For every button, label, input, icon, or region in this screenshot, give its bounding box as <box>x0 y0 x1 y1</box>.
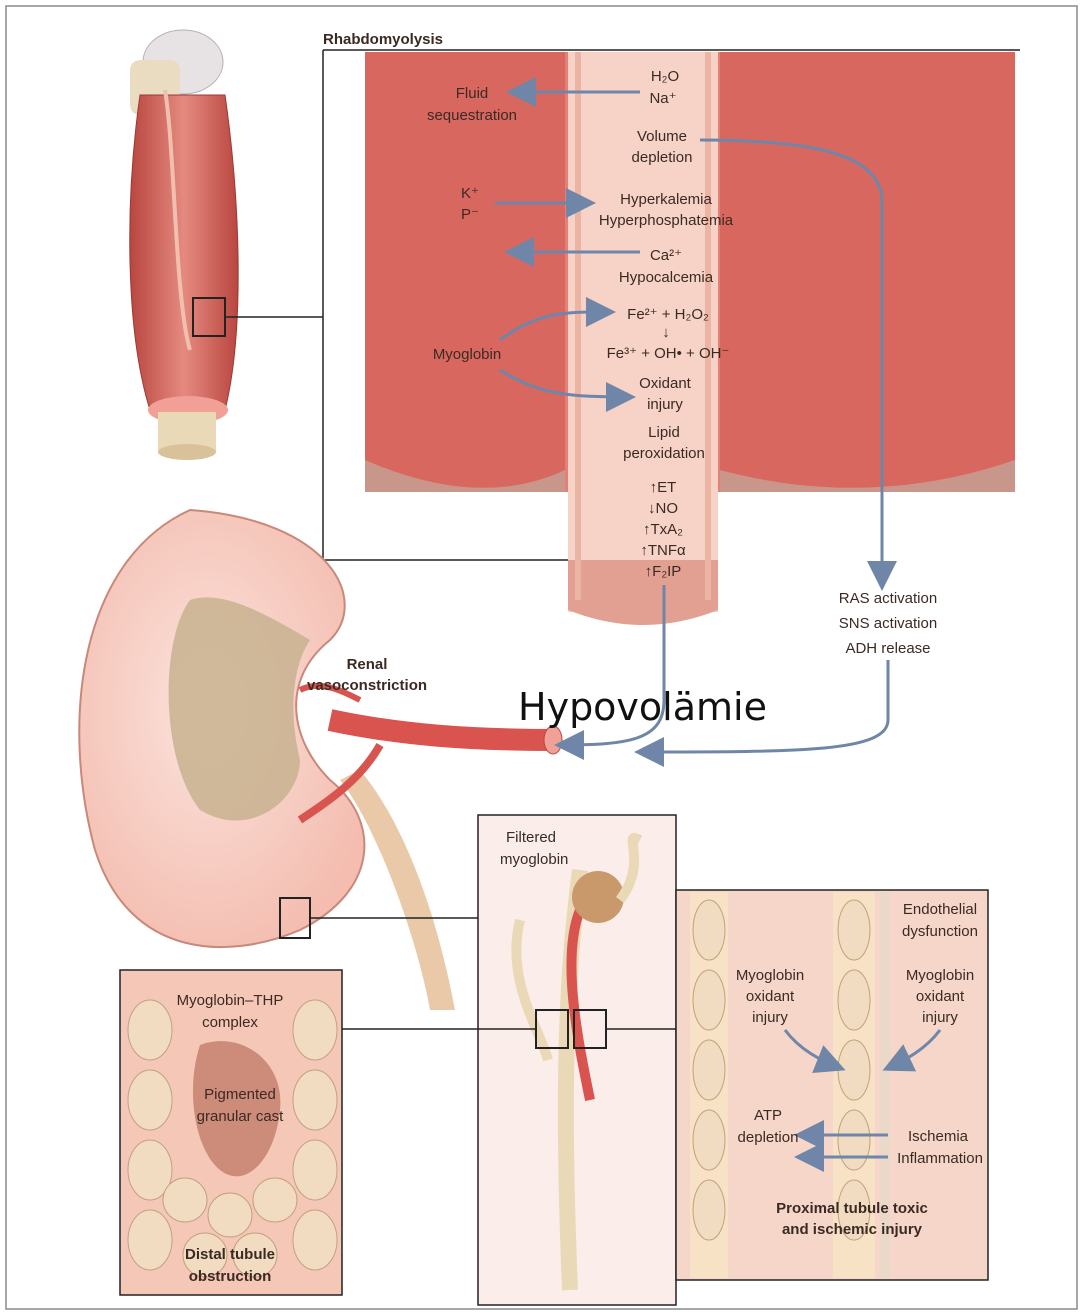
complex-label: Myoglobin–THP <box>177 992 284 1009</box>
systemic-labels: RAS activation SNS activation ADH releas… <box>839 590 937 657</box>
filtered-label: Filtered <box>506 829 556 846</box>
endothelial-label: Endothelial <box>903 901 977 918</box>
atp-label: ATP <box>754 1107 782 1124</box>
mediator-txa2: ↑TxA₂ <box>643 521 683 538</box>
lipid-label: peroxidation <box>623 445 705 462</box>
proximal-caption: Proximal tubule toxic <box>776 1200 928 1217</box>
p-label: P⁻ <box>461 206 479 223</box>
distal-caption: obstruction <box>189 1268 272 1285</box>
myo-right-label: Myoglobin <box>906 967 974 984</box>
nephron-panel <box>342 815 676 1305</box>
proximal-caption: and ischemic injury <box>782 1221 923 1238</box>
filtered-label: myoglobin <box>500 851 568 868</box>
mediator-et: ↑ET <box>650 479 677 496</box>
fluid-label: Fluid <box>456 85 489 102</box>
mediator-tnfa: ↑TNFα <box>640 542 686 559</box>
endothelial-label: dysfunction <box>902 923 978 940</box>
fenton-line-1: Fe²⁺ + H₂O₂ <box>627 306 709 323</box>
volume-label: depletion <box>632 149 693 166</box>
oxidant-label: Oxidant <box>639 375 692 392</box>
mediator-no: ↓NO <box>648 500 678 517</box>
adh-label: ADH release <box>845 640 930 657</box>
myo-left-label: Myoglobin <box>736 967 804 984</box>
calcium-label: Ca²⁺ <box>650 247 682 264</box>
renal-label: Renal <box>347 656 388 673</box>
myo-left-label: oxidant <box>746 988 795 1005</box>
hyperphosphatemia-label: Hyperphosphatemia <box>599 212 734 229</box>
sodium-label: Na⁺ <box>649 90 676 107</box>
fenton-arrow: ↓ <box>662 324 670 341</box>
myo-right-label: injury <box>922 1009 958 1026</box>
inflammation-label: Inflammation <box>897 1150 983 1167</box>
myoglobin-label: Myoglobin <box>433 346 501 363</box>
fluid-label: sequestration <box>427 107 517 124</box>
complex-label: complex <box>202 1014 258 1031</box>
water-label: H₂O <box>651 68 679 85</box>
muscle-limb <box>130 30 323 460</box>
k-label: K⁺ <box>461 185 479 202</box>
lipid-label: Lipid <box>648 424 680 441</box>
fenton-line-2: Fe³⁺ + OH• + OH⁻ <box>607 345 730 362</box>
renal-label: vasoconstriction <box>307 677 427 694</box>
ischemia-label: Ischemia <box>908 1128 969 1145</box>
hyperkalemia-label: Hyperkalemia <box>620 191 712 208</box>
myo-right-label: oxidant <box>916 988 965 1005</box>
myo-left-label: injury <box>752 1009 788 1026</box>
oxidant-label: injury <box>647 396 683 413</box>
volume-label: Volume <box>637 128 687 145</box>
sns-label: SNS activation <box>839 615 937 632</box>
hypocalcemia-label: Hypocalcemia <box>619 269 714 286</box>
panel-title: Rhabdomyolysis <box>323 31 443 48</box>
distal-caption: Distal tubule <box>185 1246 275 1263</box>
cast-label: Pigmented <box>204 1086 276 1103</box>
atp-label: depletion <box>738 1129 799 1146</box>
mediator-f2ip: ↑F₂IP <box>645 563 682 580</box>
cast-label: granular cast <box>197 1108 285 1125</box>
ras-label: RAS activation <box>839 590 937 607</box>
overlay-label: Hypovolämie <box>518 685 767 729</box>
kidney <box>79 510 478 1010</box>
